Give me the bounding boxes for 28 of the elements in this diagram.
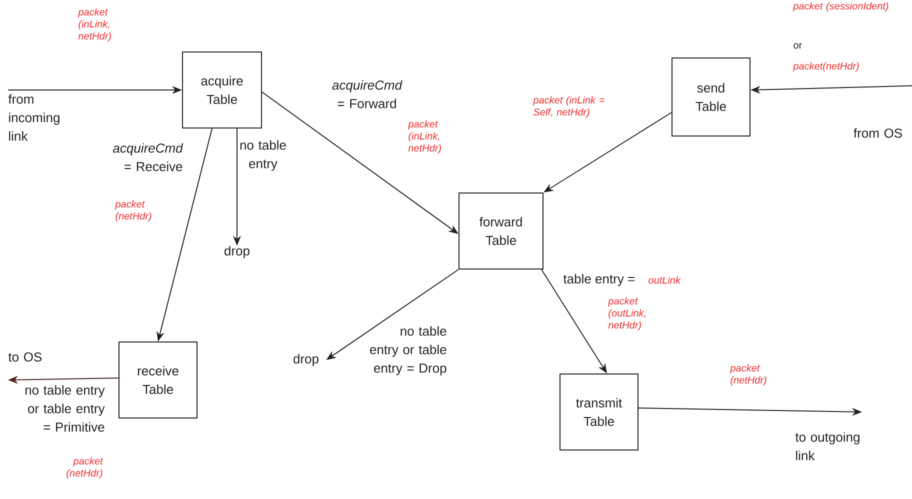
table-box: receive Table [118,342,198,418]
packet-label: packet (outLink, netHdr) [608,297,646,331]
edge-label: no table entry [240,140,286,171]
packet-label: packet (inLink, netHdr) [78,8,111,42]
edge-label: no table entry or table entry = Drop [370,326,446,376]
endpoint-label: from OS [854,128,902,138]
endpoint-label: to outgoing link [795,432,860,460]
note-label: or [794,43,802,49]
edge-label: table entry = [563,274,634,286]
table-box: send Table [672,58,750,136]
packet-label: packet(netHdr) [792,62,859,72]
edge-label: no table entry or table entry = Primitive [25,385,105,432]
edge-label: acquireCmd = Forward [332,80,402,108]
table-box: forward Table [458,192,544,270]
endpoint-label: from incoming link [8,94,60,141]
endpoint-label: to OS [8,352,42,362]
packet-label: outLink [648,276,681,284]
packet-label: packet (inLink = Self, netHdr) [532,96,604,118]
packet-label: packet (sessionIdent) [792,2,888,12]
table-box: transmit Table [560,374,638,450]
packet-label: packet (netHdr) [114,200,152,222]
endpoint-label: drop [224,246,250,258]
endpoint-label: drop [294,354,318,366]
packet-label: packet (netHdr) [66,457,104,479]
packet-label: packet (inLink, netHdr) [408,120,441,154]
packet-label: packet (netHdr) [730,364,766,386]
edge-label: acquireCmd = Receive [113,143,184,172]
table-box: acquire Table [182,52,262,128]
